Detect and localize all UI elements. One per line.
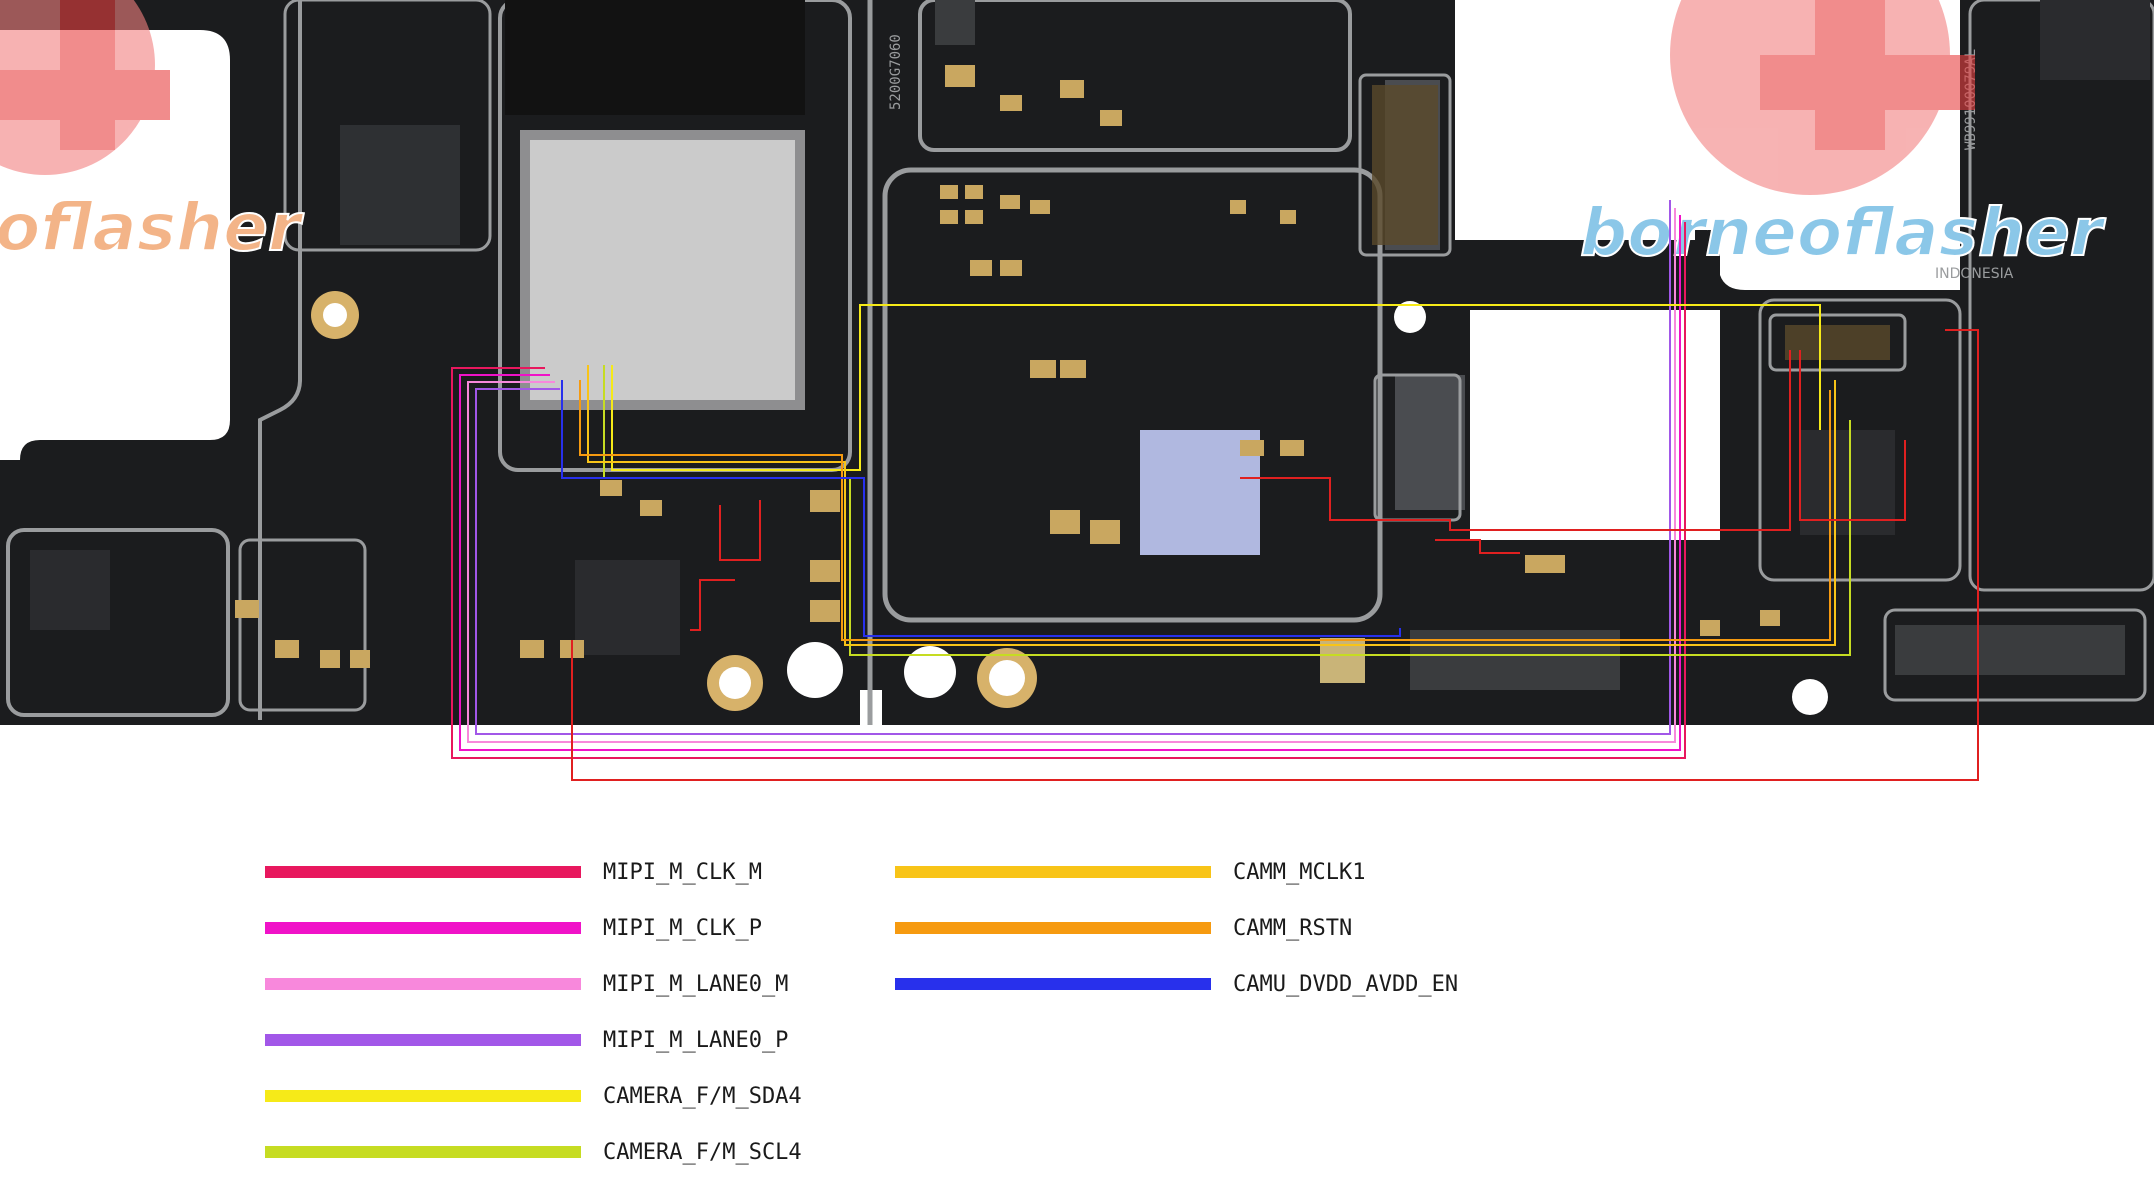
legend-swatch: [265, 866, 581, 878]
legend-swatch: [265, 1146, 581, 1158]
trace-camm-rstn: [579, 380, 1831, 641]
connectors: [1358, 73, 1907, 522]
legend-swatch: [895, 978, 1211, 990]
legend-label: MIPI_M_CLK_P: [603, 915, 762, 941]
legend-swatch: [265, 1034, 581, 1046]
legend-item-camu-dvdd-avdd-en: CAMU_DVDD_AVDD_EN: [895, 964, 1458, 1004]
legend-label: MIPI_M_LANE0_M: [603, 971, 789, 997]
legend-swatch: [265, 922, 581, 934]
screw-holes: [311, 291, 1828, 715]
legend-item-camera-sda4: CAMERA_F/M_SDA4: [265, 1076, 802, 1116]
trace-mipi-lane0-m: [467, 208, 1676, 743]
legend-item-camera-scl4: CAMERA_F/M_SCL4: [265, 1132, 802, 1172]
legend-item-mipi-m-clk-m: MIPI_M_CLK_M: [265, 852, 762, 892]
trace-mipi-lane0-p: [475, 200, 1671, 735]
legend-swatch: [265, 1090, 581, 1102]
trace-camera-sda4: [611, 304, 1821, 471]
legend-swatch: [265, 978, 581, 990]
silkscreen-left: 5200G7060: [888, 34, 904, 110]
trace-camm-mclk1: [587, 365, 1836, 646]
legend-swatch: [895, 922, 1211, 934]
legend-label: CAMM_MCLK1: [1233, 859, 1366, 885]
legend-item-mipi-m-lane0-p: MIPI_M_LANE0_P: [265, 1020, 788, 1060]
signal-legend: MIPI_M_CLK_M MIPI_M_CLK_P MIPI_M_LANE0_M…: [0, 820, 2154, 1181]
legend-swatch: [895, 866, 1211, 878]
chips: [30, 0, 2150, 690]
watermark-text-left: oflasher: [0, 189, 304, 266]
signal-traces: [451, 200, 1979, 781]
legend-label: CAMERA_F/M_SDA4: [603, 1083, 802, 1109]
component-pads: [235, 65, 1780, 668]
legend-label: MIPI_M_CLK_M: [603, 859, 762, 885]
trace-camera-scl4: [603, 365, 1851, 656]
legend-item-mipi-m-lane0-m: MIPI_M_LANE0_M: [265, 964, 788, 1004]
legend-item-mipi-m-clk-p: MIPI_M_CLK_P: [265, 908, 762, 948]
watermark-logo-right: [1670, 0, 1975, 195]
trace-camu-dvdd-avdd-en: [561, 380, 1401, 637]
legend-label: CAMM_RSTN: [1233, 915, 1353, 941]
legend-label: CAMERA_F/M_SCL4: [603, 1139, 802, 1165]
watermark-text-right: borneoflasher: [1580, 194, 2106, 271]
legend-label: CAMU_DVDD_AVDD_EN: [1233, 971, 1459, 997]
watermark-logo-left: [0, 0, 170, 175]
legend-label: MIPI_M_LANE0_P: [603, 1027, 789, 1053]
trace-mipi-clk-m: [451, 222, 1686, 759]
watermark-subtext-right: INDONESIA: [1935, 266, 2014, 282]
legend-item-camm-rstn: CAMM_RSTN: [895, 908, 1352, 948]
trace-mipi-clk-p: [459, 215, 1681, 751]
pcb-board-photo: 5200G7060 WB99100079AL oflasher borneofl…: [0, 0, 2154, 781]
pcb-diagram: 5200G7060 WB99100079AL oflasher borneofl…: [0, 0, 2154, 781]
legend-item-camm-mclk1: CAMM_MCLK1: [895, 852, 1365, 892]
